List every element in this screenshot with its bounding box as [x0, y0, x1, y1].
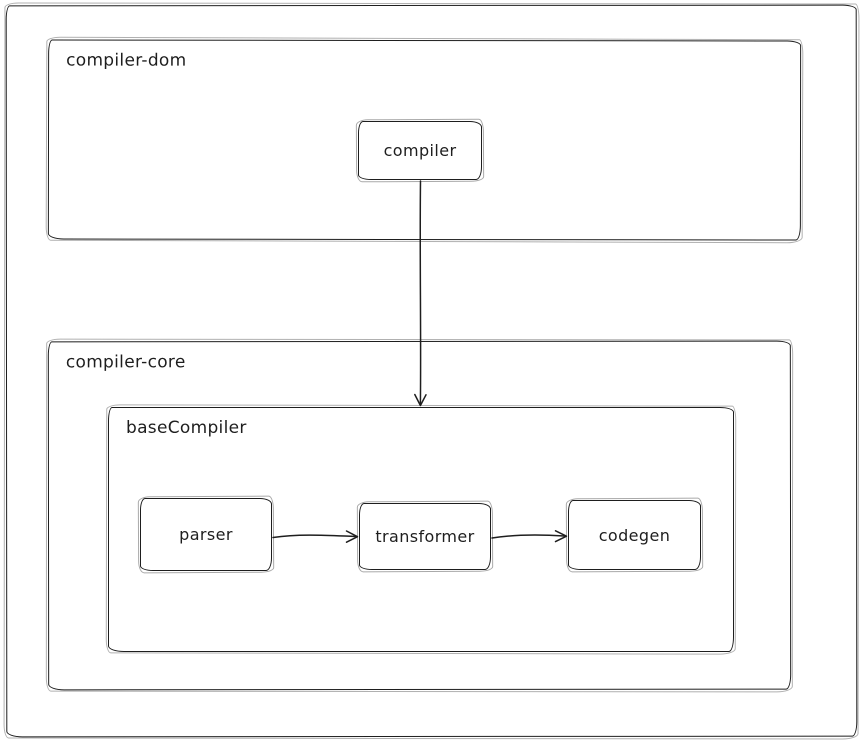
node-codegen-label: codegen — [598, 525, 671, 545]
node-codegen[interactable]: codegen — [568, 500, 701, 570]
node-transformer[interactable]: transformer — [359, 503, 491, 570]
node-compiler[interactable]: compiler — [358, 121, 482, 180]
node-compiler-label: compiler — [383, 141, 457, 160]
container-base-compiler[interactable]: baseCompiler — [108, 407, 734, 652]
node-transformer-label: transformer — [375, 527, 475, 546]
node-parser-label: parser — [179, 525, 233, 544]
container-base-compiler-label: baseCompiler — [126, 418, 247, 438]
node-parser[interactable]: parser — [140, 498, 272, 571]
container-compiler-dom-label: compiler-dom — [66, 50, 187, 71]
container-compiler-core-label: compiler-core — [65, 352, 186, 373]
